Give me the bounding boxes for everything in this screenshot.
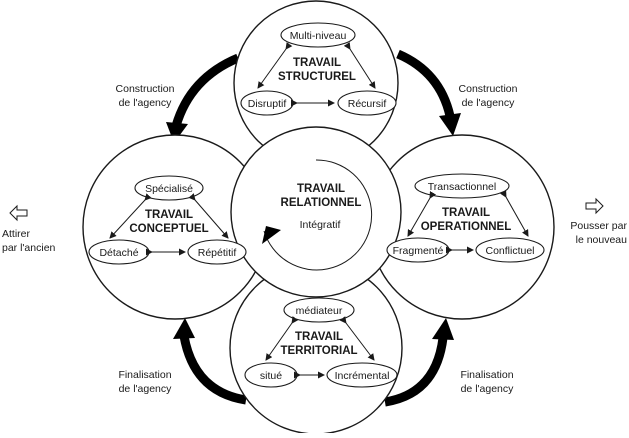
label-construction-right-1: Construction (459, 83, 518, 95)
node-repetitif (187, 239, 247, 265)
label-construction-right-2: de l'agency (462, 97, 516, 109)
title-conceptuel-line2: CONCEPTUEL (129, 223, 208, 235)
link-specialise-detache (109, 193, 152, 239)
label-finalisation-right-1: Finalisation (460, 369, 513, 381)
link-multi-disruptif (257, 42, 293, 89)
big-arrows (166, 49, 461, 407)
label-construction-left-2: de l'agency (119, 97, 173, 109)
node-specialise (134, 175, 204, 201)
title-territorial-line1: TRAVAIL (295, 331, 343, 343)
node-label-situe: situé (260, 370, 282, 382)
node-recursif (337, 90, 397, 116)
label-finalisation-right-2: de l'agency (461, 383, 515, 395)
group-operationnel: Transactionnel Fragmenté Conflictuel TRA… (386, 173, 545, 263)
node-label-repetitif: Répétitif (198, 247, 237, 259)
title-territorial-line2: TERRITORIAL (280, 345, 357, 357)
arrow-labels: Construction de l'agency Construction de… (116, 83, 518, 395)
node-label-disruptif: Disruptif (248, 98, 287, 110)
node-label-fragmente: Fragmenté (393, 245, 444, 257)
group-structurel: Multi-niveau Disruptif Récursif TRAVAIL … (240, 22, 397, 116)
node-multi-niveau (280, 22, 356, 48)
label-attirer-2: par l'ancien (2, 242, 56, 254)
label-pousser-1: Pousser par (570, 220, 627, 232)
node-mediateur (283, 297, 355, 323)
label-construction-left-1: Construction (116, 83, 175, 95)
left-hollow-arrow-icon (9, 204, 28, 222)
link-transactionnel-conflictuel (500, 190, 529, 237)
node-label-multi-niveau: Multi-niveau (290, 30, 347, 42)
label-attirer-1: Attirer (2, 228, 31, 240)
group-territorial: médiateur situé Incrémental TRAVAIL TERR… (244, 297, 398, 388)
label-pousser-2: le nouveau (576, 234, 628, 246)
node-label-transactionnel: Transactionnel (428, 181, 496, 193)
arrow-finalisation-right (384, 318, 454, 407)
node-incremental (326, 362, 398, 388)
title-operationnel-line1: TRAVAIL (442, 207, 490, 219)
circle-relationnel-outer (230, 126, 402, 298)
side-right: Pousser par le nouveau (570, 197, 628, 246)
node-label-incremental: Incrémental (335, 370, 390, 382)
node-label-conflictuel: Conflictuel (485, 245, 534, 257)
label-finalisation-left-2: de l'agency (119, 383, 173, 395)
title-structurel-line2: STRUCTUREL (278, 71, 356, 83)
link-multi-recursif (343, 42, 376, 89)
label-finalisation-left-1: Finalisation (118, 369, 171, 381)
circle-relationnel-inner (263, 159, 373, 271)
arrow-finalisation-left (173, 318, 247, 405)
node-label-mediateur: médiateur (296, 305, 343, 317)
node-label-detache: Détaché (99, 247, 138, 259)
arrow-construction-right (396, 49, 461, 136)
node-transactionnel (414, 173, 510, 199)
node-label-recursif: Récursif (348, 98, 387, 110)
link-mediateur-situe (265, 316, 299, 361)
title-conceptuel-line1: TRAVAIL (145, 209, 193, 221)
group-relationnel: TRAVAIL RELATIONNEL Intégratif (281, 183, 362, 231)
link-mediateur-incremental (339, 316, 375, 361)
link-specialise-repetitif (188, 193, 229, 239)
node-conflictuel (475, 237, 545, 263)
link-transactionnel-fragmente (407, 191, 437, 237)
title-relationnel-line1: TRAVAIL (297, 183, 345, 195)
node-label-specialise: Spécialisé (145, 183, 193, 195)
title-relationnel-line2: RELATIONNEL (281, 197, 362, 209)
subtitle-relationnel: Intégratif (300, 219, 341, 231)
side-left: Attirer par l'ancien (2, 204, 56, 254)
right-hollow-arrow-icon (585, 197, 604, 215)
relationnel-arrowhead (262, 226, 281, 244)
group-conceptuel: Spécialisé Détaché Répétitif TRAVAIL CON… (88, 175, 247, 265)
title-operationnel-line2: OPERATIONNEL (421, 221, 512, 233)
title-structurel-line1: TRAVAIL (293, 57, 341, 69)
arrow-construction-left (166, 53, 240, 143)
